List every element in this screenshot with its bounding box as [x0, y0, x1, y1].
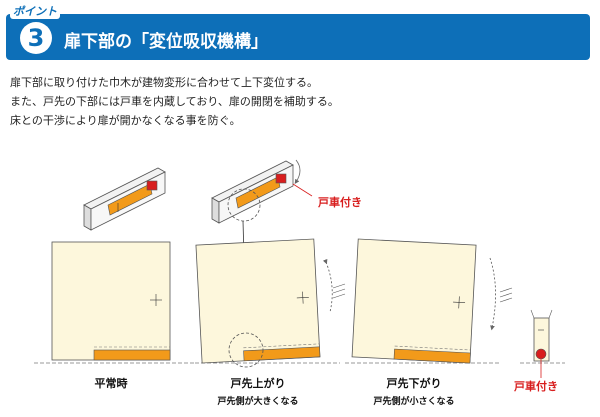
caption-normal: 平常時	[94, 377, 128, 390]
description-line-1: 扉下部に取り付けた巾木が建物変形に合わせて上下変位する。	[10, 76, 318, 89]
subcaption-tip-down: 戸先側が小さくなる	[373, 397, 455, 407]
door-tip-down	[351, 238, 477, 364]
door-normal	[51, 241, 171, 361]
roller-section-detail	[530, 309, 553, 378]
description-line-2: また、戸先の下部には戸車を内蔵しており、扉の開閉を補助する。	[10, 95, 339, 108]
subcaption-tip-up: 戸先側が大きくなる	[217, 397, 299, 407]
roller-marker	[535, 348, 547, 360]
caption-tip-down: 戸先下がり	[386, 377, 442, 390]
caption-tip-up: 戸先上がり	[230, 377, 286, 390]
baseboard-perspective-normal	[83, 167, 166, 231]
roller-label-top: 戸車付き	[318, 196, 362, 209]
point-number-badge: 3	[20, 22, 52, 54]
roller-label-side: 戸車付き	[514, 380, 558, 393]
point-tag: ポイント	[10, 3, 60, 19]
description-line-3: 床との干渉により扉が開かなくなる事を防ぐ。	[10, 114, 241, 127]
section-title: 扉下部の「変位吸収機構」	[64, 32, 268, 52]
roller-marker	[275, 173, 287, 184]
door-tip-up	[195, 238, 321, 364]
baseboard-perspective-detail	[211, 159, 313, 224]
section-banner	[6, 14, 590, 60]
roller-marker	[146, 180, 158, 191]
